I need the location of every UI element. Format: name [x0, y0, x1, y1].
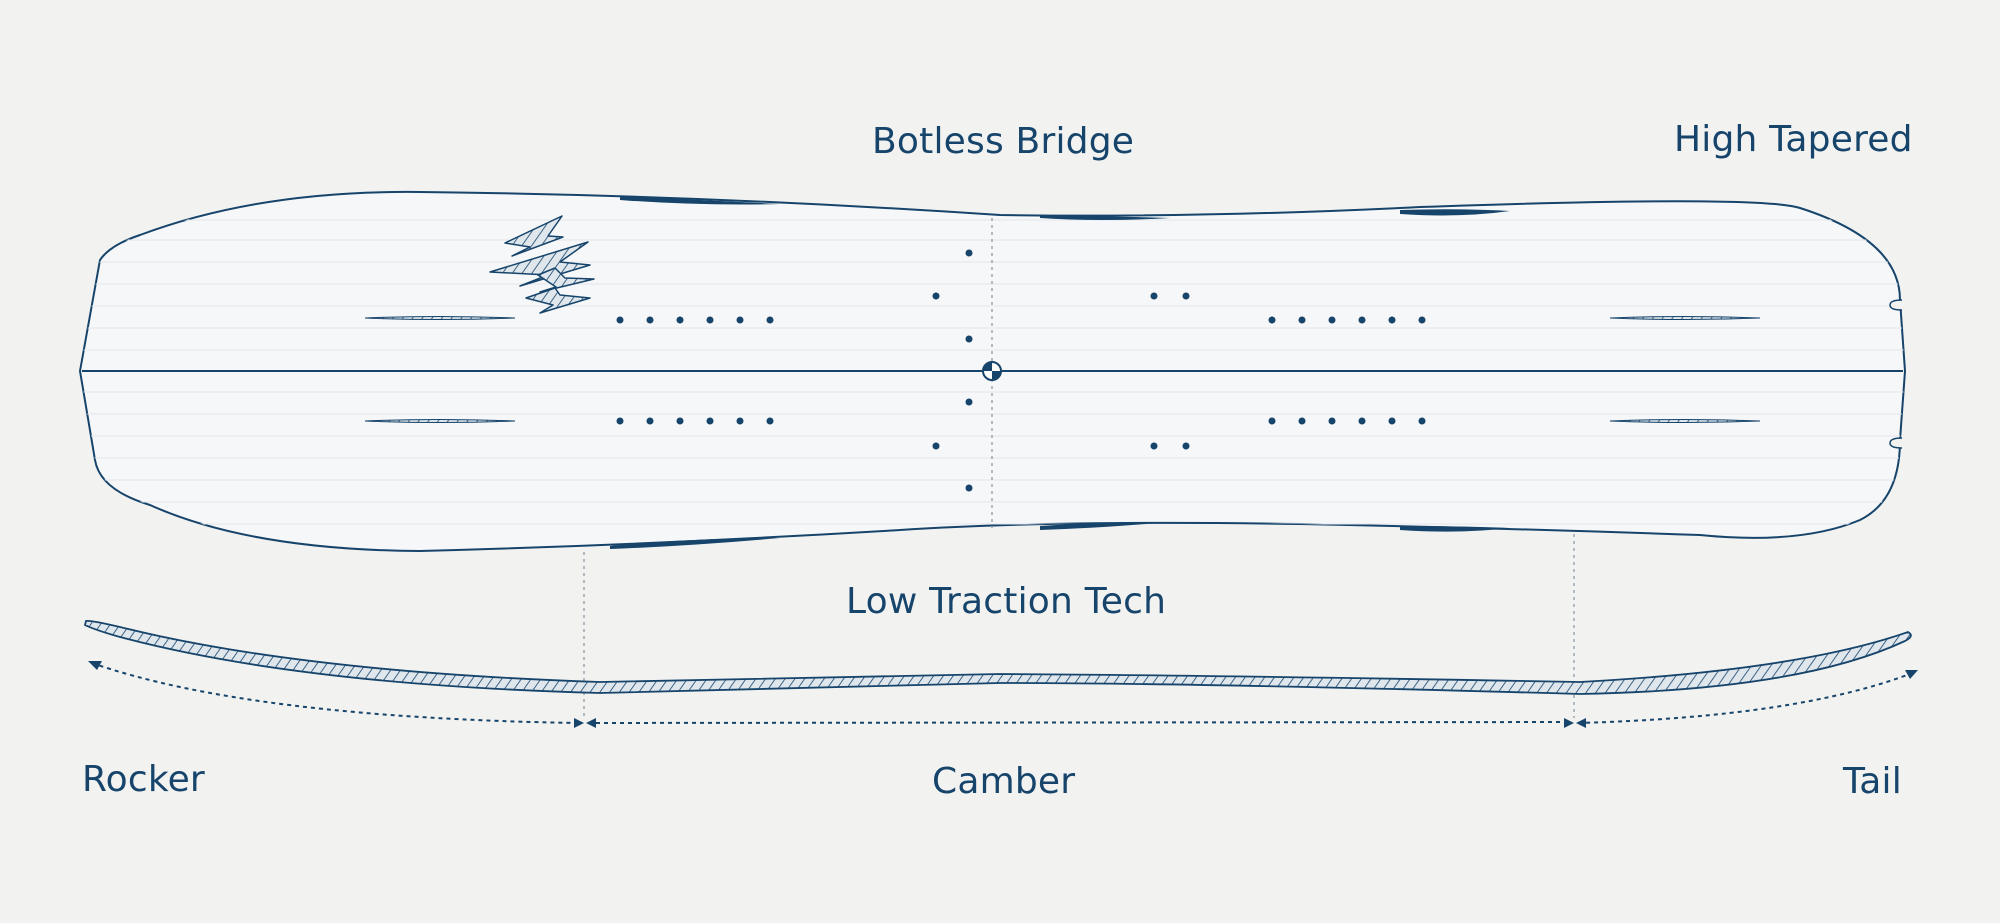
arrowheads [88, 661, 1918, 728]
arrow-icon [91, 662, 1916, 724]
label-bridge: Botless Bridge [872, 121, 1135, 162]
label-tail: Tail [1843, 761, 1902, 802]
label-traction: Low Traction Tech [846, 581, 1167, 622]
center-mark-icon [982, 361, 1002, 381]
edge-inserts [364, 316, 1761, 423]
label-rocker: Rocker [82, 759, 205, 800]
label-camber: Camber [932, 761, 1076, 802]
label-tapered: High Tapered [1674, 119, 1913, 160]
binding-inserts [616, 249, 1426, 492]
camber-guides [583, 534, 1575, 718]
board-profile [83, 619, 1912, 695]
logo-graphic [489, 215, 595, 314]
